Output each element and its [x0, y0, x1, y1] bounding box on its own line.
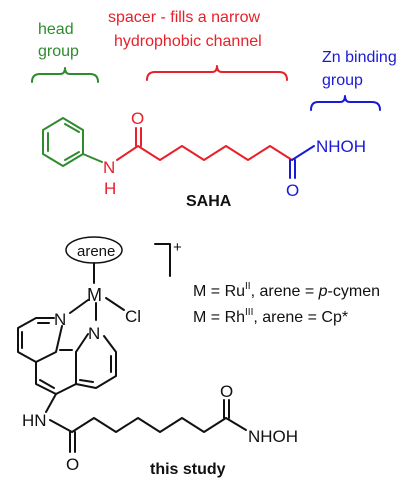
- saha-amide-nitrogen: N: [103, 158, 115, 177]
- complex-charge: +: [173, 239, 182, 256]
- head-group-brace: [31, 67, 99, 83]
- phen-nitrogen-1: N: [54, 310, 66, 329]
- legend-line1-mid: , arene =: [251, 283, 319, 300]
- phenanthroline: [17, 317, 117, 413]
- saha-carbonyl-oxygen-bottom: O: [286, 181, 299, 200]
- hydroxamate-group: [289, 145, 315, 179]
- complex-spacer-chain: [49, 399, 247, 453]
- saha-carbonyl-oxygen-top: O: [131, 109, 144, 128]
- phenyl-ring: [42, 117, 84, 167]
- phenyl-to-nitrogen-bond: [82, 153, 103, 163]
- complex-chain-oxygen: O: [220, 382, 233, 401]
- spacer-label-line2: hydrophobic channel: [114, 33, 262, 50]
- metal-complex-structure: arene M Cl + N N: [17, 236, 380, 478]
- complex-amide-hn: HN: [22, 411, 47, 430]
- legend-line1-prefix: M = Ru: [193, 283, 245, 300]
- metal-legend-line-2: M = RhIII, arene = Cp*: [193, 307, 348, 326]
- complex-hydroxamate-label: NHOH: [248, 427, 298, 446]
- chloride-atom: Cl: [125, 307, 141, 326]
- metal-legend-line-1: M = RuII, arene = p-cymen: [193, 281, 380, 300]
- legend-line1-suffix: -cymen: [328, 283, 380, 300]
- zn-binding-label-line1: Zn binding: [322, 49, 397, 66]
- head-group-label-line1: head: [38, 21, 74, 38]
- head-group-label-line2: group: [38, 43, 79, 60]
- saha-hydroxamate-label: NHOH: [316, 137, 366, 156]
- legend-line2-suffix: , arene = Cp*: [253, 309, 348, 326]
- legend-line2-oxidation-state: III: [245, 307, 253, 318]
- spacer-chain: [116, 127, 293, 161]
- metal-to-n1-bond: [69, 299, 89, 314]
- charge-bracket: [154, 243, 171, 277]
- saha-name: SAHA: [186, 193, 232, 210]
- arene-label: arene: [77, 243, 115, 260]
- metal-atom: M: [87, 285, 102, 305]
- saha-structure: head group spacer - fills a narrow hydro…: [31, 9, 397, 210]
- phen-nitrogen-2: N: [88, 324, 100, 343]
- zn-binding-brace: [310, 95, 381, 111]
- complex-amide-oxygen: O: [66, 455, 79, 474]
- zn-binding-label-line2: group: [322, 72, 363, 89]
- legend-line1-italic: p: [318, 283, 328, 300]
- legend-line1-oxidation-state: II: [245, 281, 251, 292]
- complex-caption: this study: [150, 461, 226, 478]
- spacer-label-line1: spacer - fills a narrow: [108, 9, 260, 26]
- metal-to-chloride-bond: [105, 297, 125, 311]
- saha-amide-hydrogen: H: [104, 179, 116, 198]
- spacer-brace: [146, 65, 288, 81]
- legend-line2-prefix: M = Rh: [193, 309, 245, 326]
